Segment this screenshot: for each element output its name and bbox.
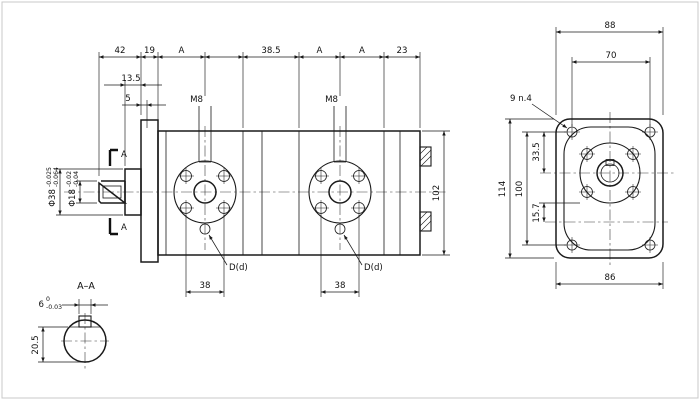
dim-19: 19 [144, 46, 155, 56]
ext-key-width [78, 299, 92, 314]
body-section-lines [165, 131, 401, 255]
dim-13-5: 13.5 [121, 74, 140, 84]
end-body-outline [563, 126, 656, 251]
hole-note: 9 n.4 [510, 94, 532, 104]
spigot-circle-end [579, 142, 641, 204]
port-label-left: D(d) [229, 263, 248, 273]
dia-18-tol-upper: -0.02 [66, 171, 73, 187]
dim-70: 70 [606, 51, 617, 61]
key-width-nominal: 6 [39, 300, 44, 310]
dia-18-nominal: Φ18 [68, 189, 78, 207]
dim-15-7: 15.7 [532, 203, 542, 222]
ext-38-left [185, 215, 225, 297]
dim-38-right: 38 [335, 281, 346, 291]
bore-circle-right [328, 180, 352, 204]
dim-38-left: 38 [200, 281, 211, 291]
leader-port-right [343, 234, 363, 266]
end-view [540, 112, 674, 266]
ext-114 [505, 118, 554, 259]
dim-a-2: A [317, 46, 323, 56]
keyway-end [605, 159, 615, 166]
ext-dia-38 [56, 168, 123, 216]
mount-face-right [308, 160, 372, 235]
thread-m8-right: M8 [325, 95, 338, 105]
section-title: A–A [77, 281, 95, 292]
section-label-top: A [121, 150, 127, 160]
port-boss-bottom [419, 211, 432, 232]
end-view-dimensions: 88 70 9 n.4 114 100 33.5 15.7 86 [498, 21, 664, 289]
ext-38-right [320, 215, 360, 297]
dia-38-nominal: Φ38 [48, 189, 58, 207]
section-view-a-a: A–A 6 0 -0.03 20.5 [31, 281, 109, 371]
dim-42: 42 [115, 46, 126, 56]
spigot-circle-right [308, 160, 372, 224]
dia-38-tol-upper: -0.025 [46, 167, 53, 187]
key-width-tol-upper: 0 [46, 296, 50, 303]
section-label-bottom: A [121, 223, 127, 233]
shaft-dia-38-label: Φ38 -0.025 -0.064 [46, 167, 60, 207]
leader-port-left [208, 234, 228, 266]
bolt-hole-crosses [313, 168, 367, 216]
pump-body [157, 130, 421, 256]
mount-face-left [173, 160, 237, 235]
boss-hatch [419, 146, 432, 232]
bolt-hole-crosses [178, 168, 232, 216]
dia-18-tol-lower: -0.04 [73, 171, 80, 187]
side-view: A A [64, 106, 446, 263]
dim-5: 5 [125, 94, 130, 104]
section-cut-mark-bottom [108, 218, 118, 236]
dia-38-tol-lower: -0.064 [53, 167, 60, 187]
port-label-right: D(d) [364, 263, 383, 273]
dim-33-5: 33.5 [532, 142, 542, 161]
end-plate-outline [555, 118, 664, 259]
dim-102: 102 [432, 185, 442, 201]
bore-circle-left [193, 180, 217, 204]
dim-20-5: 20.5 [31, 335, 41, 354]
thread-m8-left: M8 [190, 95, 203, 105]
bore-circle-end [596, 159, 624, 187]
ext-70 [571, 57, 651, 126]
ext-88 [555, 27, 664, 115]
front-flange-plate [140, 119, 159, 263]
dim-a-3: A [359, 46, 365, 56]
shaft-section-circle [63, 319, 107, 363]
dim-38-5: 38.5 [261, 46, 280, 56]
dim-100: 100 [515, 181, 525, 197]
spigot-circle-left [173, 160, 237, 224]
dim-86: 86 [605, 273, 616, 283]
section-cut-mark-top [108, 148, 118, 166]
dim-23: 23 [397, 46, 408, 56]
end-centerlines [540, 112, 674, 266]
dim-88: 88 [605, 21, 616, 31]
shaft-keyway [102, 185, 122, 199]
port-boss-top [419, 146, 432, 167]
m8-hole-lines [198, 106, 347, 163]
side-centerlines [64, 126, 446, 250]
dim-114: 114 [498, 181, 508, 197]
port-hole-right [334, 223, 346, 235]
leader-hole-note [531, 103, 568, 129]
corner-hole-crosses [564, 124, 658, 253]
side-view-dimensions: 42 19 A 38.5 A A 23 13.5 5 M8 M8 Φ18 -0.… [46, 46, 450, 297]
shaft-circle-end [600, 163, 620, 183]
port-hole-left [199, 223, 211, 235]
shaft-dia-18-label: Φ18 -0.02 -0.04 [66, 171, 80, 207]
mount-hole-crosses [579, 146, 641, 200]
dim-a-1: A [179, 46, 185, 56]
key-width-tol-lower: -0.03 [46, 304, 62, 311]
ext-20-5 [38, 326, 83, 363]
